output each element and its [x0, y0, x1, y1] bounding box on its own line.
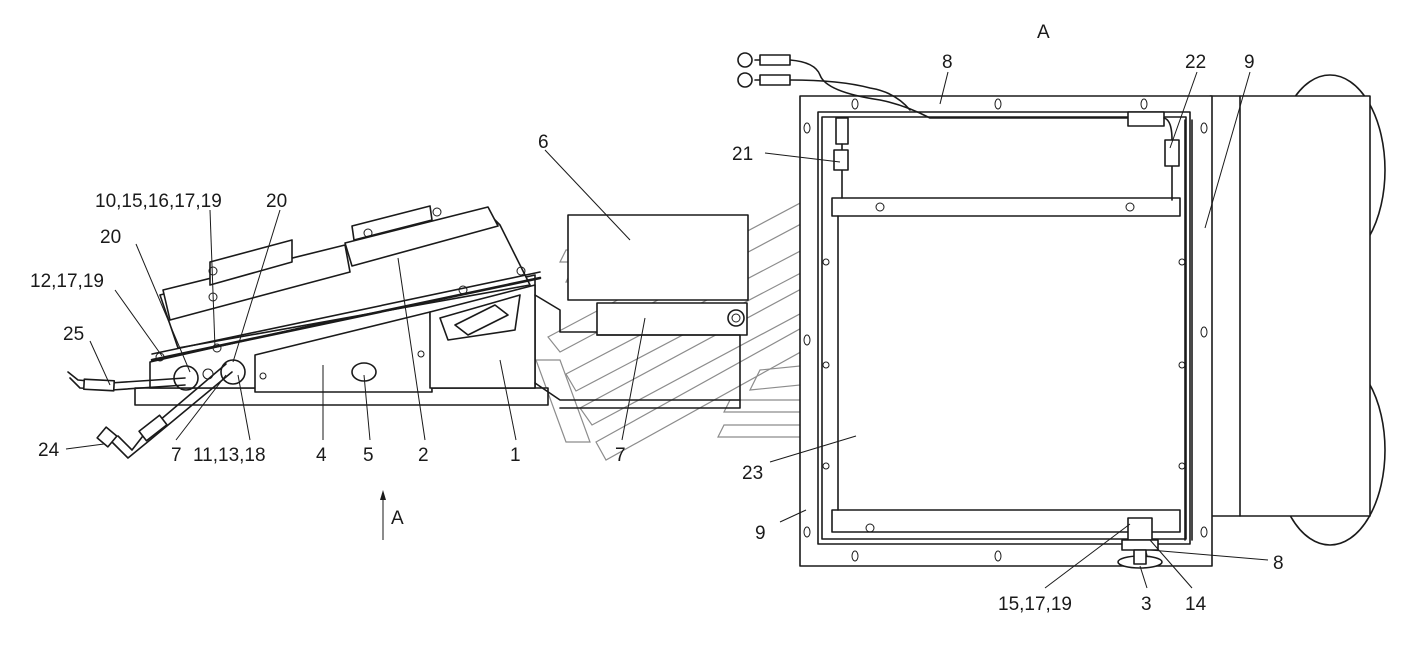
label-24: 24 — [38, 440, 60, 461]
frame-outer — [799, 95, 1213, 567]
hole-5 — [351, 362, 377, 382]
label-5: 5 — [363, 445, 374, 466]
callout-labels: A A 6 8 22 9 21 10,15,16,17,19 20 20 12,… — [30, 22, 1284, 615]
label-9-bottom: 9 — [755, 523, 766, 544]
label-8-top: 8 — [942, 52, 953, 73]
label-23: 23 — [742, 463, 763, 484]
arrow-label: A — [391, 508, 404, 529]
label-7-left: 7 — [171, 445, 182, 466]
label-1: 1 — [510, 445, 521, 466]
label-8-bottom: 8 — [1273, 553, 1284, 574]
label-4: 4 — [316, 445, 327, 466]
label-3: 3 — [1141, 594, 1152, 615]
mount-7 — [596, 302, 748, 336]
side-panel — [1209, 95, 1371, 517]
box-6 — [567, 214, 749, 301]
label-10: 10,15,16,17,19 — [95, 191, 222, 212]
label-22: 22 — [1185, 52, 1206, 73]
frame-inner — [817, 111, 1191, 545]
left-side-view — [67, 205, 749, 459]
label-11: 11,13,18 — [193, 445, 266, 466]
label-9-top: 9 — [1244, 52, 1255, 73]
hoses — [737, 52, 1180, 201]
label-25: 25 — [63, 324, 84, 345]
label-15: 15,17,19 — [998, 594, 1072, 615]
frame-holes — [803, 98, 1208, 562]
label-20b: 20 — [100, 227, 121, 248]
label-6: 6 — [538, 132, 549, 153]
housing-1 — [429, 284, 536, 389]
casing-lid-right — [344, 206, 499, 267]
pipe-fittings — [67, 359, 246, 459]
label-20a: 20 — [266, 191, 287, 212]
front-view-a — [737, 52, 1386, 569]
label-21: 21 — [732, 144, 753, 165]
mounting-strip — [150, 276, 542, 362]
label-7-mid: 7 — [615, 445, 626, 466]
label-12: 12,17,19 — [30, 271, 104, 292]
top-box-left — [209, 239, 293, 286]
view-title: A — [1037, 22, 1050, 43]
leader-lines — [65, 71, 1269, 589]
bracket-4 — [254, 311, 433, 393]
crossbar-bottom — [831, 509, 1181, 533]
label-2: 2 — [418, 445, 429, 466]
crossbar-top — [831, 197, 1181, 217]
bottom-fixture — [1117, 517, 1163, 569]
view-arrow — [380, 490, 386, 540]
label-14: 14 — [1185, 594, 1207, 615]
